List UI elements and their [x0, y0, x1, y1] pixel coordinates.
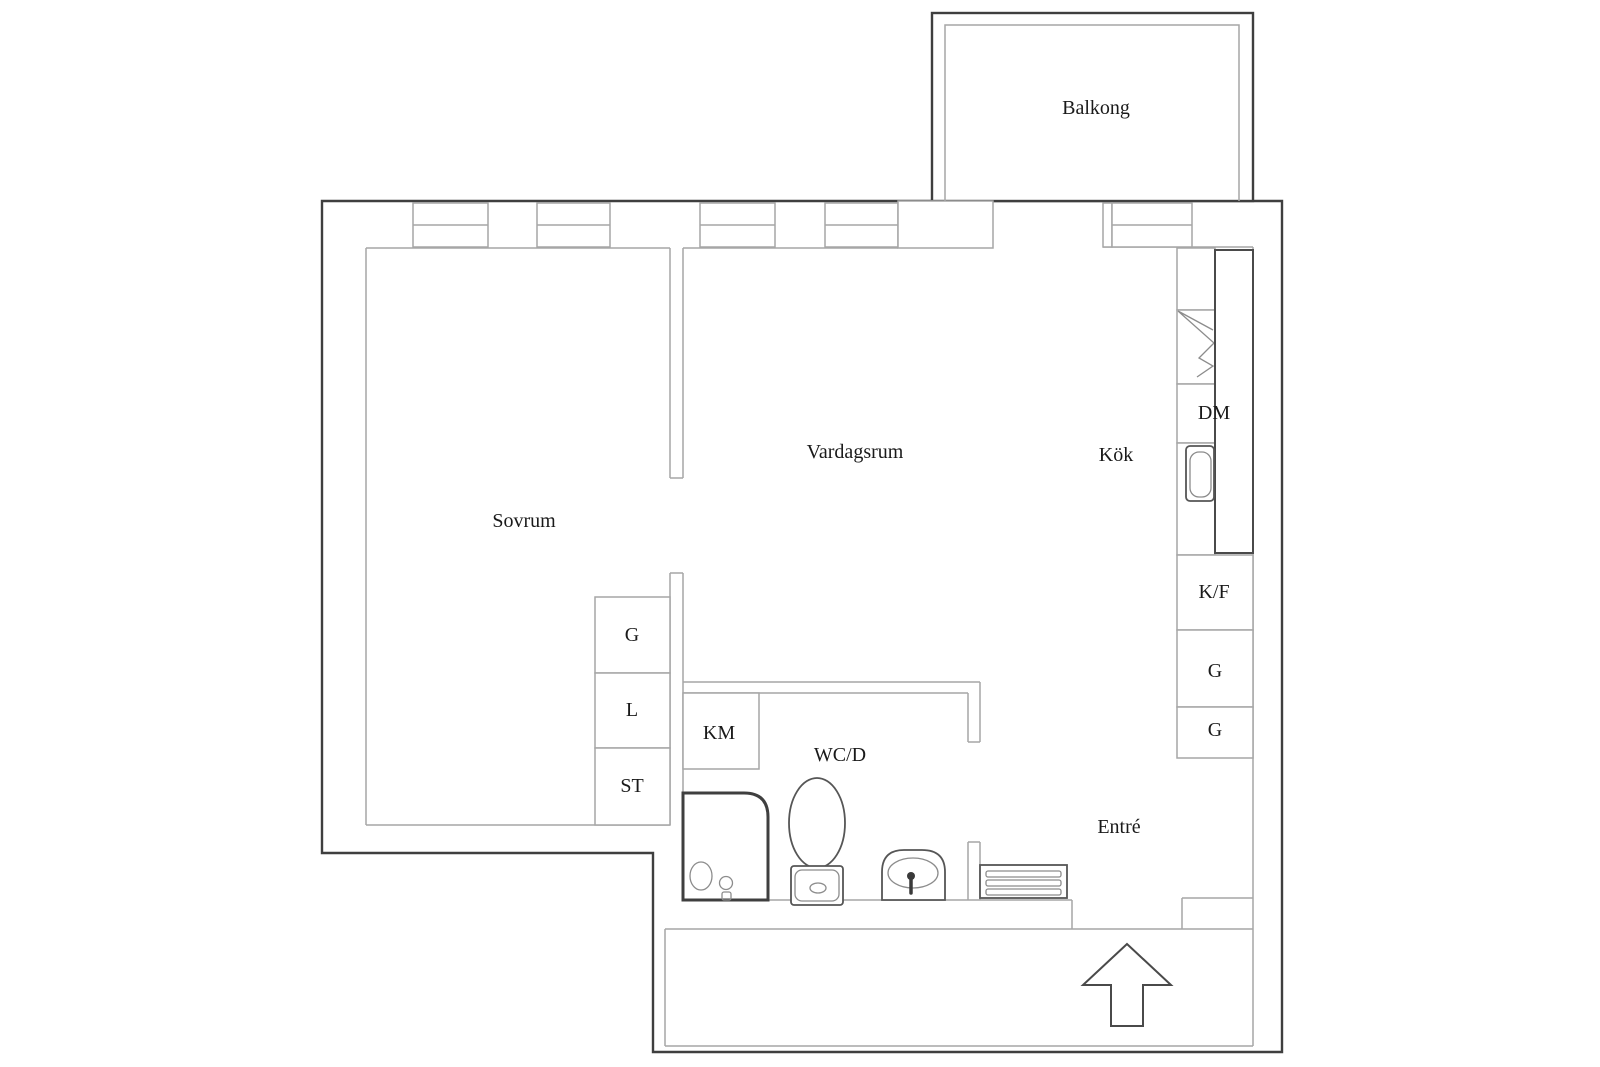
label-living-room: Vardagsrum [807, 441, 904, 463]
washbasin-icon [881, 849, 946, 901]
cleaning-closet-st [594, 747, 671, 826]
kitchen-counter [1214, 249, 1254, 554]
dishwasher [1176, 383, 1216, 444]
label-balcony: Balkong [1062, 97, 1130, 119]
apartment-outline [320, 199, 1284, 1054]
room-balcony [930, 11, 1255, 203]
label-kitchen: Kök [1099, 444, 1133, 466]
windows [412, 200, 1193, 249]
label-washing-machine: KM [703, 722, 735, 744]
stove-fan-icon [1177, 310, 1215, 378]
label-fridge-freezer: K/F [1198, 581, 1229, 603]
entrance-area [979, 864, 1174, 1027]
label-linen-closet: L [626, 699, 638, 721]
label-cleaning-closet: ST [620, 775, 643, 797]
kitchen-cabinet-2 [1176, 706, 1254, 759]
fridge-freezer [1176, 554, 1254, 631]
stove [1176, 309, 1216, 385]
closets [594, 596, 671, 826]
entrance-arrow-icon [1080, 942, 1174, 1027]
interior-walls [365, 246, 1254, 1047]
shower-icon [681, 791, 770, 902]
label-entrance: Entré [1097, 816, 1140, 838]
label-kitchen-cabinet-1: G [1208, 660, 1222, 682]
toilet-icon [788, 777, 846, 906]
label-dishwasher: DM [1198, 402, 1230, 424]
label-kitchen-cabinet-2: G [1208, 719, 1222, 741]
kitchen-cabinet-1 [1176, 629, 1254, 708]
kitchen-sink-icon [1185, 445, 1215, 502]
labels: Balkong Sovrum Vardagsrum Kök WC/D Entré… [492, 97, 1230, 838]
label-bedroom: Sovrum [492, 510, 556, 532]
balcony-door [897, 200, 994, 249]
linen-closet-l [594, 672, 671, 749]
bathroom-fixtures [681, 692, 946, 906]
doormat-icon [979, 864, 1068, 899]
wardrobe-g [594, 596, 671, 674]
washing-machine [682, 692, 760, 770]
shower-drain-icon [689, 861, 713, 891]
label-bathroom: WC/D [814, 744, 866, 766]
kitchen-fittings [1176, 247, 1254, 759]
label-wardrobe: G [625, 624, 639, 646]
shower-tap-icon [718, 875, 734, 891]
